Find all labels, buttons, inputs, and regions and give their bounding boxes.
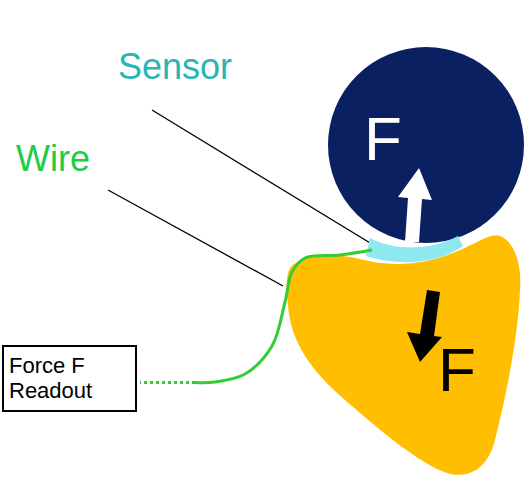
sensor-wire (195, 250, 372, 383)
readout-text: Force F Readout (9, 353, 121, 404)
force-readout-box: Force F Readout (2, 345, 137, 412)
reaction-force-arrow (398, 168, 432, 242)
sensor-label: Sensor (118, 46, 232, 87)
sensor-wire-dotted (140, 381, 195, 384)
wire-label: Wire (16, 138, 90, 179)
force-body-circle: F (328, 47, 524, 243)
support-body-shape (287, 235, 521, 474)
support-body-shape (280, 228, 523, 480)
body-circle (328, 47, 524, 243)
force-symbol: F (438, 334, 476, 405)
sensor-pad (366, 236, 463, 262)
support-body: F (280, 228, 523, 480)
applied-force-arrow (407, 290, 442, 362)
force-body-circle-shape (328, 47, 524, 243)
wire-leader-line (108, 190, 283, 286)
force-symbol: F (364, 103, 402, 174)
